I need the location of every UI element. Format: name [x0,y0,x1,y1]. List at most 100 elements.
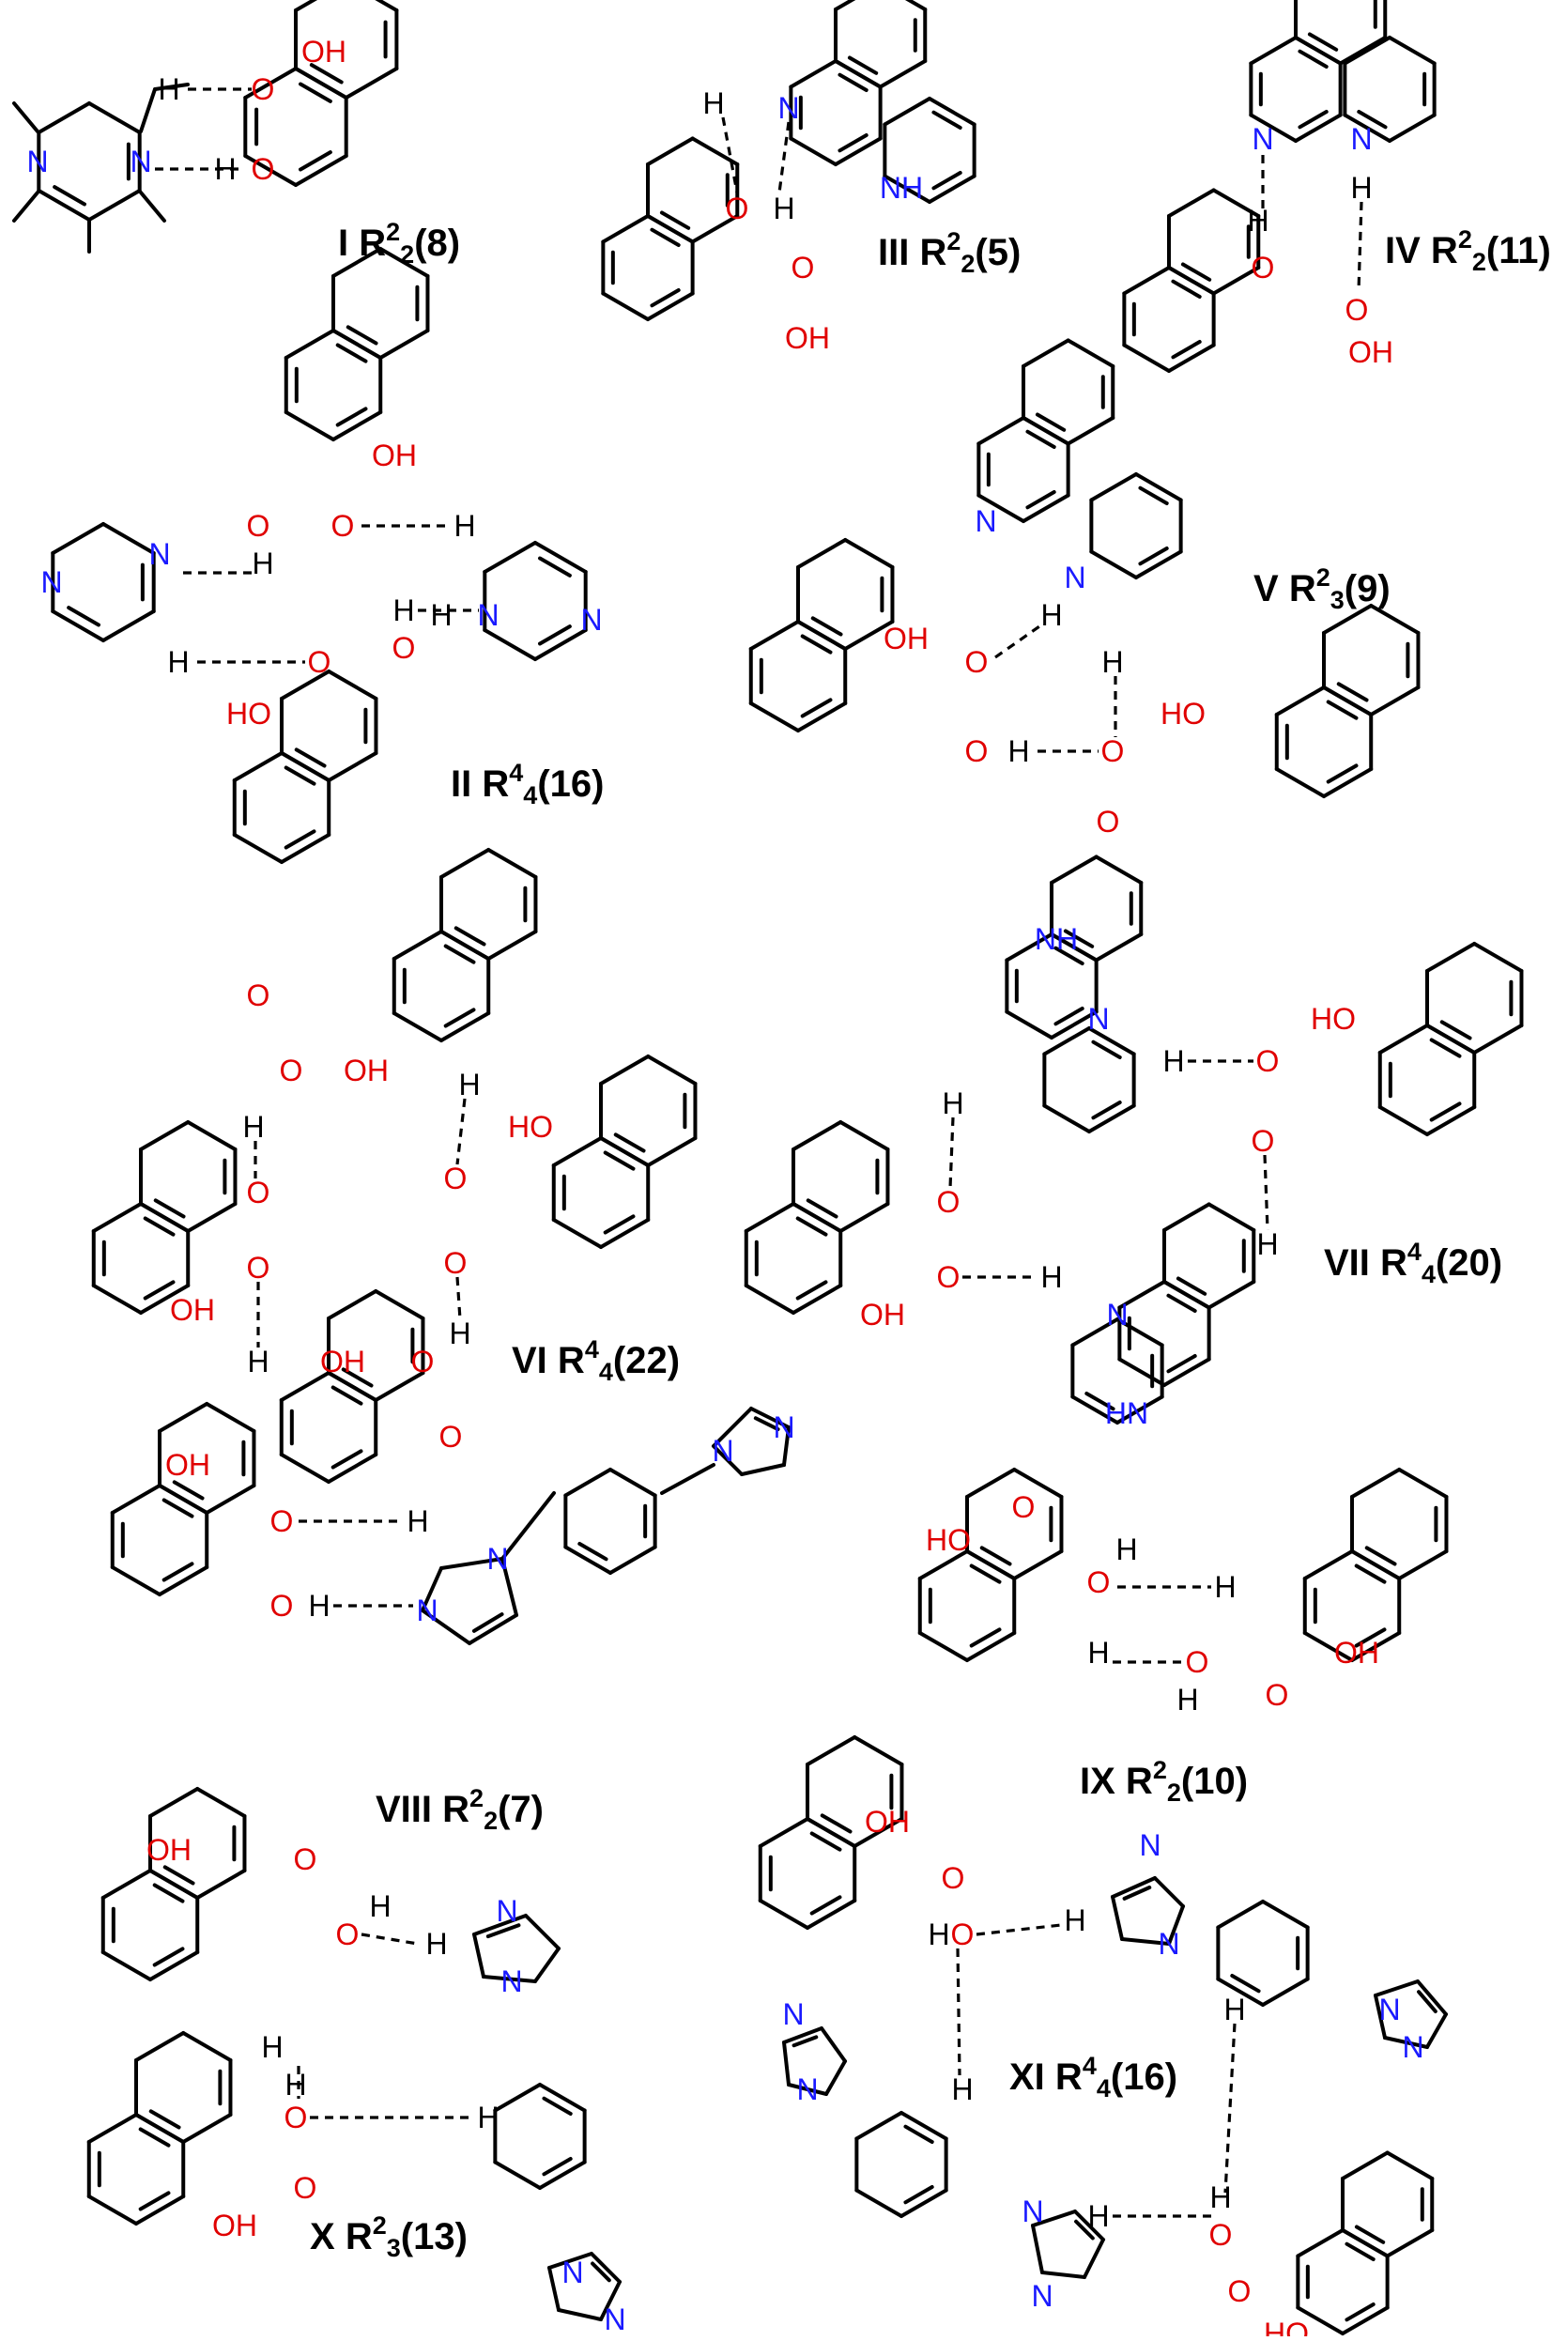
phenanthroline [1162,1202,1211,1232]
atom-label-O: O [1186,1645,1209,1679]
atom-label-H: H [1115,1532,1137,1566]
naphthalene [172,1480,205,1501]
naphthalene [1302,1631,1354,1662]
benzene-ring [538,2083,587,2113]
naphthalene [1425,942,1477,973]
naphthalene [148,1787,200,1818]
atom-label-O: O [792,251,815,285]
imidazole-ring [1111,1876,1157,1899]
imidazole-ring [1031,2224,1044,2274]
atom-label-O: O [252,152,275,186]
phenanthroline [1298,49,1329,69]
naphthalene [284,329,335,360]
naphthalene [143,1216,176,1237]
phenanthroline-ring [1388,113,1437,143]
atom-label-N: N [40,565,62,599]
naphthalene [299,82,332,103]
phenanthroline-ring [1138,485,1169,505]
phenanthroline-ring [1357,110,1388,130]
atom-label-H: H [252,547,273,580]
bonds-layer [12,0,1524,2335]
atom-label-N: N [1252,122,1273,156]
naphthalene [1274,685,1326,716]
naphthalene [551,1136,603,1167]
imidazole-ring [1425,2012,1448,2049]
atom-label-N: N [975,504,996,538]
motif-label-II: II R44(16) [451,759,604,809]
naphthalene [792,1284,843,1315]
naphthalene [331,1385,363,1406]
atom-label-N: N [1158,1927,1179,1961]
naphthalene [344,67,399,100]
atom-label-H: H [942,1086,963,1120]
atom-label-H: H [1176,1683,1198,1717]
imidazole-ring [712,1407,753,1448]
naphthalene [917,1549,969,1580]
naphthalene [1439,1020,1472,1040]
imidazole-ring [820,2026,847,2063]
naphthalene [335,343,368,363]
pyrazine-ring [67,606,100,627]
naphthalene [100,1950,152,1981]
naphthalene [1012,1549,1064,1580]
phenanthroline [1166,1293,1197,1313]
naphthalene [1350,1549,1402,1580]
naphthalene [599,1055,651,1086]
atom-label-H: H [1350,171,1372,205]
imidazole-ring [1374,1979,1420,1997]
naphthalene [299,150,332,172]
hydrogen-bond [1223,2023,1237,2194]
atom-label-HN: HN [1105,1396,1148,1430]
atom-label-N: N [777,91,799,125]
naphthalene [1274,767,1326,798]
naphthalene [331,329,383,360]
phenanthroline [1249,113,1298,143]
bond [660,1463,715,1495]
atom-label-N: N [1106,1298,1128,1332]
naphthalene [378,247,430,278]
imidazole-ring [500,1557,518,1617]
phenanthroline-ring [883,174,931,204]
atom-label-N: N [782,1997,804,2031]
naphthalene [134,2195,186,2225]
naphthalene [1472,942,1524,973]
atom-label-O: O [1228,2274,1252,2308]
atom-label-H: H [392,593,414,627]
naphthalene [453,926,486,947]
pyrazine-ring [483,628,537,661]
imidazole-ring [782,2026,823,2044]
hydrogen-bond [455,1098,467,1165]
naphthalene [820,1813,853,1834]
phenanthroline-ring [931,171,962,191]
naphthalene [309,63,344,85]
naphthalene [152,1947,185,1967]
atom-label-HO: HO [1161,697,1206,731]
phenanthroline-ring [1115,1394,1164,1425]
phenanthroline [834,0,856,11]
naphthalene [646,1055,698,1086]
naphthalene [690,136,740,166]
phenanthroline [1338,36,1388,66]
atom-label-H: H [407,1504,428,1538]
imidazole-ring [749,1407,791,1429]
phenanthroline-ring [1089,472,1138,502]
naphthalene [195,1787,247,1818]
naphthalene [1369,604,1421,635]
bond [153,83,190,91]
naphthalene [1425,1024,1477,1055]
imidazole-ring [1383,2036,1429,2049]
naphthalene [838,1202,890,1233]
atom-label-H: H [1162,1044,1184,1078]
naphthalene [758,1817,809,1848]
atom-label-N: N [796,2072,818,2106]
phenanthroline [1063,929,1095,948]
phenanthroline [1094,932,1144,963]
phenanthroline-ring [1070,1394,1119,1425]
phenanthroline-ring [928,174,976,204]
hydrogen-bond [777,121,791,193]
atom-label-OH: OH [1334,1636,1379,1670]
atom-label-O: O [1012,1490,1036,1524]
atom-label-O: O [247,509,270,543]
imidazole-ring [1111,1895,1124,1941]
phenanthroline-ring [1087,1026,1136,1056]
